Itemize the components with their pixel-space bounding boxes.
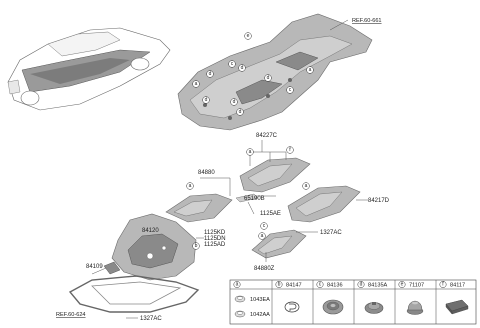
legend-a-clip-2: 1042AA — [234, 310, 270, 318]
svg-text:a: a — [249, 149, 252, 155]
callout-e-top: e — [244, 32, 252, 40]
legend-part-84117: 84117 — [450, 283, 465, 289]
svg-text:e: e — [247, 33, 250, 39]
legend-a-1043EA: 1043EA — [250, 297, 270, 303]
svg-text:b: b — [195, 243, 198, 249]
callout-d-2: d — [206, 70, 214, 78]
callout-a-5: a — [302, 182, 310, 190]
svg-text:a: a — [189, 183, 192, 189]
callout-a-1: a — [192, 80, 200, 88]
legend-e-cap-icon — [406, 300, 424, 315]
callout-a-4: a — [186, 182, 194, 190]
svg-text:e: e — [401, 282, 404, 288]
callout-c-1: c — [228, 60, 236, 68]
svg-text:d: d — [239, 109, 242, 115]
legend-header-b: b 84147 — [275, 281, 302, 289]
callout-b-1: b — [192, 242, 200, 250]
label-1125AE: 1125AE — [260, 211, 281, 217]
svg-text:a: a — [195, 81, 198, 87]
label-1327AC-a: 1327AC — [320, 230, 342, 236]
label-1125AD: 1125AD — [204, 242, 226, 248]
svg-text:d: d — [241, 65, 244, 71]
legend-part-84135A: 84135A — [368, 283, 388, 289]
svg-text:a: a — [305, 183, 308, 189]
legend-part-84136: 84136 — [327, 283, 343, 289]
svg-text:f: f — [289, 147, 291, 153]
callout-d-5: d — [236, 108, 244, 116]
label-84217D: 84217D — [368, 198, 390, 204]
svg-text:c: c — [263, 223, 266, 229]
label-84120: 84120 — [142, 228, 159, 234]
callout-a-6: a — [258, 232, 266, 240]
svg-text:d: d — [233, 99, 236, 105]
label-1327AC-b: 1327AC — [140, 316, 162, 322]
legend-part-84147: 84147 — [286, 283, 302, 289]
callouts: e c d d a d d d d c a a f a a c a b — [186, 32, 314, 250]
callout-d-3: d — [202, 96, 210, 104]
callout-d-1: d — [238, 64, 246, 72]
label-84227C: 84227C — [256, 133, 278, 139]
svg-text:f: f — [442, 282, 444, 288]
callout-d-4: d — [230, 98, 238, 106]
ref-60-661[interactable]: REF.60-661 — [352, 18, 382, 24]
panel-84880 — [165, 193, 233, 223]
svg-text:d: d — [267, 75, 270, 81]
label-65190B: 65190B — [244, 196, 265, 202]
label-1125KD: 1125KD — [204, 230, 226, 236]
svg-text:c: c — [319, 282, 322, 288]
legend-a-clip-1: 1043EA — [234, 295, 270, 303]
panel-84227C — [239, 157, 311, 193]
callout-c-3: c — [260, 222, 268, 230]
leader-lines — [91, 19, 368, 319]
panel-65190B — [235, 193, 259, 203]
svg-text:d: d — [209, 71, 212, 77]
svg-text:a: a — [236, 282, 239, 288]
legend-part-71107: 71107 — [409, 283, 424, 289]
svg-text:c: c — [289, 87, 292, 93]
legend-c-plug-icon — [322, 299, 344, 315]
label-84880: 84880 — [198, 170, 215, 176]
legend-a-1042AA: 1042AA — [250, 312, 270, 318]
legend-d-plug-icon — [364, 302, 384, 314]
legend-header-e: e 71107 — [398, 281, 424, 289]
legend-table: a b 84147 c 84136 d 84135A e 71107 f 84117 10… — [229, 279, 477, 325]
legend-header-d: d 84135A — [357, 281, 388, 289]
car-illustration — [7, 27, 171, 111]
dash-insulator-84120 — [111, 213, 197, 281]
legend-header-c: c 84136 — [316, 281, 343, 289]
svg-text:d: d — [360, 282, 363, 288]
svg-text:d: d — [205, 97, 208, 103]
ref-60-624[interactable]: REF.60-624 — [56, 312, 86, 318]
legend-header-a: a — [233, 281, 241, 288]
callout-c-2: c — [286, 86, 294, 94]
callout-a-2: a — [306, 66, 314, 74]
callout-d-6: d — [264, 74, 272, 82]
panel-84880Z — [251, 229, 307, 259]
label-84109: 84109 — [86, 264, 103, 270]
legend-header-f: f 84117 — [439, 281, 465, 289]
label-1125DN: 1125DN — [204, 236, 226, 242]
svg-text:a: a — [309, 67, 312, 73]
legend-b-grommet-icon — [284, 301, 300, 313]
panel-84217D — [287, 185, 361, 223]
svg-text:a: a — [261, 233, 264, 239]
svg-text:b: b — [278, 282, 281, 288]
subframe-84109 — [68, 261, 200, 313]
label-84880Z: 84880Z — [254, 266, 275, 272]
svg-text:c: c — [231, 61, 234, 67]
legend-f-pad-icon — [445, 299, 469, 315]
callout-a-3: a — [246, 148, 254, 156]
callout-f-1: f — [286, 146, 294, 154]
